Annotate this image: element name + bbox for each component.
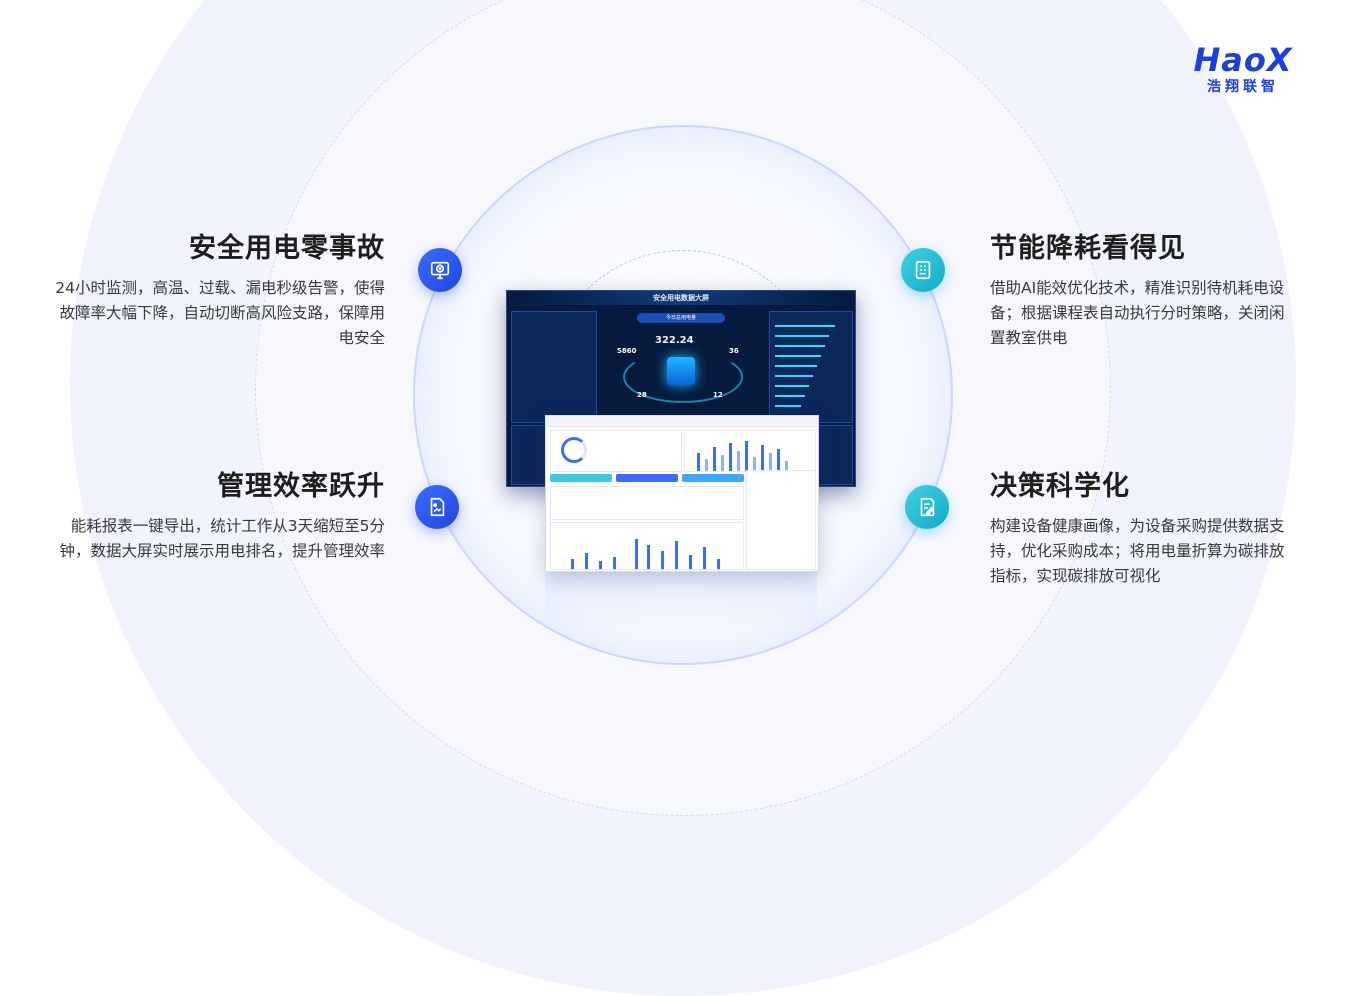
chart-bar bbox=[769, 453, 772, 471]
ranking-table bbox=[746, 470, 816, 570]
rank-bar bbox=[775, 345, 825, 347]
web-app-preview bbox=[545, 415, 819, 572]
dashboard-left-panel bbox=[511, 311, 597, 423]
chart-bar bbox=[635, 539, 638, 569]
rank-bar bbox=[775, 365, 817, 367]
dashboard-center-label: 今日总用电量 bbox=[637, 313, 725, 323]
bar-chart-card bbox=[684, 430, 816, 472]
dashboard-arc bbox=[623, 351, 743, 403]
rank-bar bbox=[775, 335, 829, 337]
chart-bar bbox=[705, 459, 708, 471]
feature-decision: 决策科学化 构建设备健康画像，为设备采购提供数据支持，优化采购成本；将用电量折算… bbox=[990, 470, 1290, 589]
chart-bar bbox=[753, 457, 756, 471]
trend-chart-card bbox=[550, 522, 744, 570]
chart-bar bbox=[721, 455, 724, 471]
feature-energy-saving: 节能降耗看得见 借助AI能效优化技术，精准识别待机耗电设备；根据课程表自动执行分… bbox=[990, 232, 1290, 351]
chart-bar bbox=[599, 561, 602, 569]
document-image-icon bbox=[415, 485, 459, 529]
rank-bar bbox=[775, 405, 801, 407]
rank-bar bbox=[775, 325, 835, 327]
dashboard-stat-bottom-left: 28 bbox=[637, 391, 647, 399]
dashboard-stat-bottom-right: 12 bbox=[713, 391, 723, 399]
chart-bar bbox=[585, 553, 588, 569]
chart-bar bbox=[785, 461, 788, 471]
chart-bar bbox=[675, 541, 678, 569]
feature-desc: 借助AI能效优化技术，精准识别待机耗电设备；根据课程表自动执行分时策略，关闭闲置… bbox=[990, 279, 1285, 347]
feature-title: 节能降耗看得见 bbox=[990, 233, 1186, 264]
monitor-yen-icon bbox=[418, 248, 462, 292]
battery-icon bbox=[667, 357, 695, 385]
chart-bar bbox=[717, 559, 720, 569]
feature-safety: 安全用电零事故 24小时监测，高温、过载、漏电秒级告警，使得故障率大幅下降，自动… bbox=[55, 232, 385, 351]
dashboard-stat-left: 5860 bbox=[617, 347, 637, 355]
logo-mark: HaoX bbox=[1193, 41, 1293, 79]
rank-bar bbox=[775, 355, 821, 357]
rank-bar bbox=[775, 395, 805, 397]
chart-bar bbox=[647, 545, 650, 569]
building-chart-icon bbox=[901, 248, 945, 292]
chart-bar bbox=[761, 445, 764, 471]
chart-bar bbox=[729, 443, 732, 471]
brand-logo: HaoX 浩翔联智 bbox=[1188, 42, 1298, 96]
tag-chip bbox=[550, 474, 612, 482]
chart-bar bbox=[745, 441, 748, 471]
chart-bar bbox=[737, 451, 740, 471]
tag-chip bbox=[616, 474, 678, 482]
dashboard-right-panel bbox=[769, 311, 853, 423]
data-table bbox=[550, 486, 744, 520]
preview-reflection bbox=[545, 572, 817, 632]
dashboard-total: 322.24 bbox=[655, 335, 694, 346]
chart-bar bbox=[697, 453, 700, 471]
chart-bar bbox=[571, 559, 574, 569]
rank-bar bbox=[775, 385, 809, 387]
feature-title: 安全用电零事故 bbox=[189, 233, 385, 264]
feature-desc: 能耗报表一键导出，统计工作从3天缩短至5分钟，数据大屏实时展示用电排名，提升管理… bbox=[59, 517, 385, 560]
feature-efficiency: 管理效率跃升 能耗报表一键导出，统计工作从3天缩短至5分钟，数据大屏实时展示用电… bbox=[55, 470, 385, 564]
chart-bar bbox=[689, 555, 692, 569]
gauge-ring bbox=[561, 437, 587, 463]
dashboard-stat-right: 36 bbox=[729, 347, 739, 355]
chart-bar bbox=[661, 551, 664, 569]
chart-bar bbox=[713, 447, 716, 471]
chart-bar bbox=[703, 547, 706, 569]
dashboard-title: 安全用电数据大屏 bbox=[507, 291, 855, 305]
document-edit-icon bbox=[905, 485, 949, 529]
feature-title: 决策科学化 bbox=[990, 471, 1130, 502]
feature-desc: 构建设备健康画像，为设备采购提供数据支持，优化采购成本；将用电量折算为碳排放指标… bbox=[990, 517, 1285, 585]
feature-title: 管理效率跃升 bbox=[217, 471, 385, 502]
chart-bar bbox=[613, 557, 616, 569]
tag-chip bbox=[682, 474, 744, 482]
chart-bar bbox=[777, 449, 780, 471]
logo-subtitle: 浩翔联智 bbox=[1207, 79, 1279, 95]
window-bar bbox=[546, 416, 818, 427]
feature-desc: 24小时监测，高温、过载、漏电秒级告警，使得故障率大幅下降，自动切断高风险支路，… bbox=[55, 279, 385, 347]
stats-card bbox=[550, 430, 682, 472]
rank-bar bbox=[775, 375, 813, 377]
